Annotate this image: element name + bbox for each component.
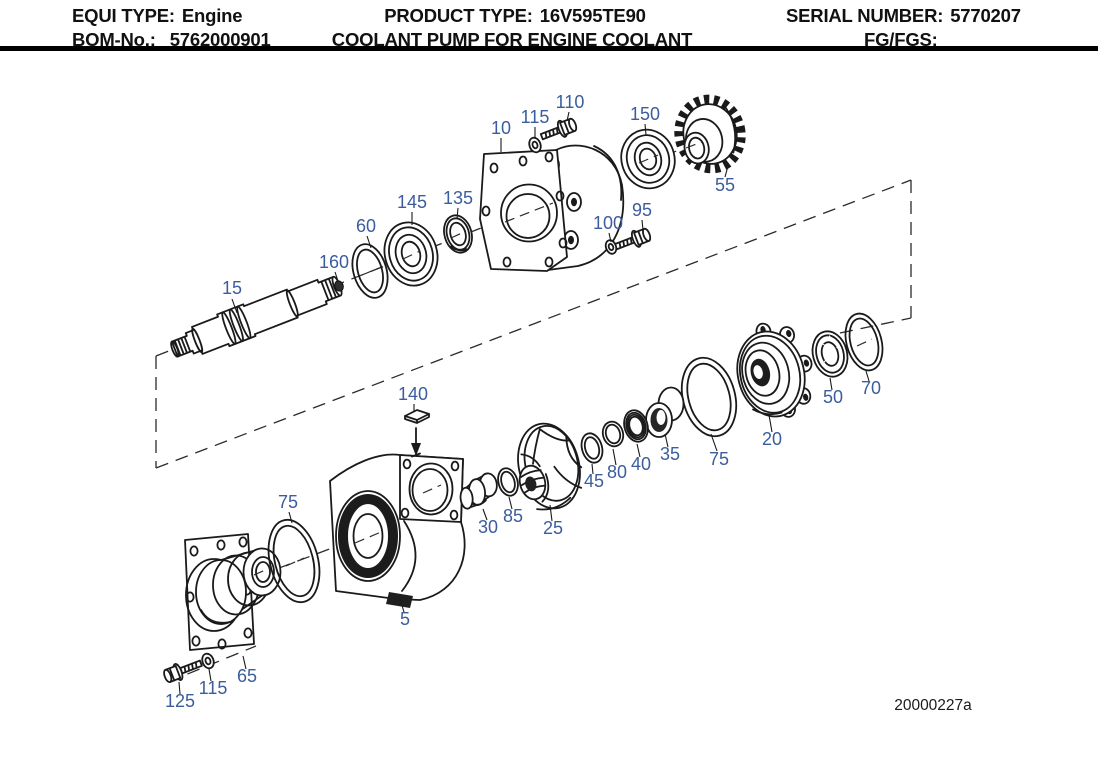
callout-45[interactable]: 45	[584, 471, 604, 491]
callout-65[interactable]: 65	[237, 666, 257, 686]
callout-95[interactable]: 95	[632, 200, 652, 220]
part-bearing-housing-10	[479, 144, 625, 272]
callout-160[interactable]: 160	[319, 252, 349, 272]
callout-110[interactable]: 110	[556, 92, 585, 112]
part-plug-160	[334, 280, 344, 292]
product-type-value: 16V595TE90	[539, 5, 646, 26]
equi-type-field: EQUI TYPE: Engine	[72, 5, 243, 27]
callout-75-right[interactable]: 75	[709, 449, 729, 469]
callout-40[interactable]: 40	[631, 454, 651, 474]
part-drive-shaft	[170, 275, 343, 358]
callout-50[interactable]: 50	[823, 387, 843, 407]
callout-35[interactable]: 35	[660, 444, 680, 464]
header-divider	[0, 46, 1098, 51]
part-o-ring-70	[844, 312, 884, 372]
callout-25[interactable]: 25	[543, 518, 563, 538]
callout-125[interactable]: 125	[165, 691, 195, 711]
callout-labels: 10 115 110 150 55 145 135 95 100 60 160 …	[165, 92, 881, 711]
callout-85[interactable]: 85	[503, 506, 523, 526]
part-flange-65	[184, 533, 282, 651]
part-o-ring-85	[497, 467, 519, 497]
callout-15[interactable]: 15	[222, 278, 242, 298]
part-shaft-seal-50	[811, 330, 849, 378]
part-key-140	[404, 409, 430, 456]
part-threaded-ring-40	[623, 409, 649, 443]
bom-number-label: BOM-No.:	[72, 29, 156, 50]
page-title: COOLANT PUMP FOR ENGINE COOLANT	[331, 29, 693, 50]
serial-number-value: 5770207	[950, 5, 1021, 26]
fg-fgs-field: FG/FGS:	[864, 29, 945, 51]
part-o-ring-60	[351, 243, 389, 299]
callout-115-top[interactable]: 115	[521, 107, 550, 127]
part-washer-100	[604, 239, 618, 255]
part-bushing-35	[645, 386, 685, 438]
callout-5[interactable]: 5	[400, 609, 410, 629]
bom-number-value: 5762000901	[169, 29, 271, 50]
product-type-label: PRODUCT TYPE:	[384, 5, 533, 26]
part-gear-55	[674, 94, 746, 174]
part-impeller-25	[517, 422, 583, 511]
callout-10[interactable]: 10	[491, 118, 511, 138]
part-bolt-125	[163, 659, 203, 684]
assembly-arrow-icon	[411, 443, 421, 456]
part-washer-115-top	[528, 136, 542, 154]
fg-fgs-label: FG/FGS:	[864, 29, 938, 50]
callout-100[interactable]: 100	[593, 213, 623, 233]
part-ring-80	[601, 420, 625, 448]
part-bolt-110	[539, 117, 578, 141]
serial-number-label: SERIAL NUMBER:	[786, 5, 944, 26]
equi-type-label: EQUI TYPE:	[72, 5, 175, 26]
callout-80[interactable]: 80	[607, 462, 627, 482]
callout-leader-lines	[178, 111, 870, 695]
callout-150[interactable]: 150	[630, 104, 660, 124]
callout-145[interactable]: 145	[397, 192, 427, 212]
part-o-ring-75-left	[267, 518, 321, 604]
part-pump-housing-5	[329, 452, 466, 608]
bore-centerline-dashes	[253, 141, 873, 576]
callout-30[interactable]: 30	[478, 517, 498, 537]
equi-type-value: Engine	[181, 5, 243, 26]
part-screw-plug-30	[459, 472, 498, 510]
drawing-number: 20000227a	[894, 697, 972, 714]
callout-20[interactable]: 20	[762, 429, 782, 449]
callout-60[interactable]: 60	[356, 216, 376, 236]
product-type-field: PRODUCT TYPE: 16V595TE90	[384, 5, 646, 27]
callout-140[interactable]: 140	[398, 384, 428, 404]
serial-number-field: SERIAL NUMBER: 5770207	[786, 5, 1021, 27]
title-block: EQUI TYPE: Engine PRODUCT TYPE: 16V595TE90…	[0, 0, 1098, 52]
callout-135[interactable]: 135	[443, 188, 473, 208]
bom-number-field: BOM-No.: 5762000901	[72, 29, 271, 51]
part-o-ring-75-right	[680, 356, 738, 438]
part-cover-20	[736, 322, 813, 418]
part-ball-bearing-145	[383, 221, 439, 287]
callout-115-bottom[interactable]: 115	[199, 678, 228, 698]
callout-55[interactable]: 55	[715, 175, 735, 195]
part-washer-115-bottom	[201, 652, 215, 670]
callout-70[interactable]: 70	[861, 378, 881, 398]
callout-75-left[interactable]: 75	[278, 492, 298, 512]
part-shaft-seal-135	[443, 214, 473, 254]
part-o-ring-45	[580, 432, 604, 464]
